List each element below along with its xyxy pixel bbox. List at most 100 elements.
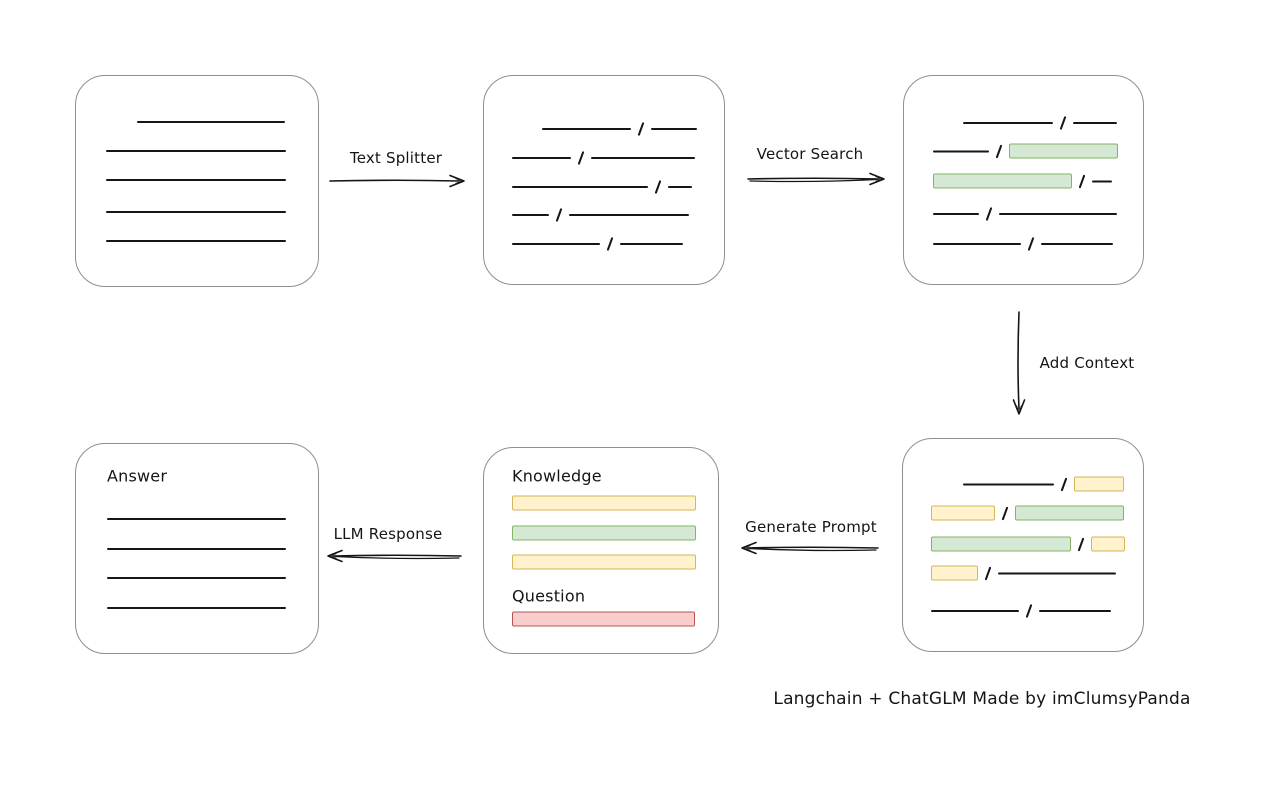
content-row <box>106 179 286 181</box>
content-row: Answer <box>107 467 167 486</box>
content-row: Knowledge <box>512 467 602 486</box>
slash-separator <box>555 208 563 222</box>
text-line <box>137 121 285 123</box>
node-vector-search-result <box>903 75 1144 285</box>
text-line <box>651 128 697 130</box>
content-row <box>137 121 285 123</box>
text-line <box>569 214 689 216</box>
content-row <box>106 150 286 152</box>
text-line <box>106 179 286 181</box>
content-row <box>512 554 696 570</box>
green-highlight-chip <box>1015 505 1124 521</box>
yellow-highlight-chip <box>1074 476 1124 492</box>
text-line <box>998 572 1116 574</box>
llm-response-label: LLM Response <box>333 525 443 543</box>
slash-separator <box>1077 537 1085 551</box>
slash-separator <box>1001 506 1009 520</box>
content-row <box>931 565 1116 581</box>
content-row <box>963 476 1124 492</box>
add-context-label: Add Context <box>1039 354 1135 372</box>
text-line <box>107 518 286 520</box>
yellow-highlight-chip <box>931 505 995 521</box>
text-line <box>107 548 286 550</box>
text-line <box>963 483 1054 485</box>
slash-separator <box>1059 116 1067 130</box>
arrow-add-context <box>1012 311 1026 415</box>
text-line <box>106 150 286 152</box>
yellow-highlight-chip <box>1091 536 1125 552</box>
content-row <box>512 525 696 541</box>
text-line <box>999 213 1117 215</box>
text-line <box>542 128 631 130</box>
answer-label: Answer <box>107 466 168 486</box>
green-bar <box>512 525 696 541</box>
generate-prompt-label: Generate Prompt <box>745 518 877 536</box>
content-row <box>933 143 1118 159</box>
text-line <box>107 577 286 579</box>
content-row <box>512 611 695 627</box>
content-row <box>107 577 286 579</box>
slash-separator <box>606 237 614 251</box>
text-line <box>933 213 979 215</box>
caption: Langchain + ChatGLM Made by imClumsyPand… <box>773 689 1191 709</box>
text-line <box>1039 610 1111 612</box>
knowledge-label: Knowledge <box>512 466 602 486</box>
arrow-generate-prompt <box>741 541 879 555</box>
slash-separator <box>1027 237 1035 251</box>
text-line <box>1092 180 1112 182</box>
arrow-text-splitter <box>329 174 465 188</box>
slash-separator <box>637 122 645 136</box>
yellow-bar <box>512 495 696 511</box>
text-line <box>1073 122 1117 124</box>
green-highlight-chip <box>933 173 1072 189</box>
text-line <box>620 243 683 245</box>
text-line <box>933 150 989 152</box>
text-line <box>106 211 286 213</box>
slash-separator <box>654 180 662 194</box>
node-split-text-chunks <box>483 75 725 285</box>
node-answer-output: Answer <box>75 443 319 654</box>
content-row: Question <box>512 587 585 606</box>
text-line <box>1041 243 1113 245</box>
text-line <box>107 607 286 609</box>
node-source-document <box>75 75 319 287</box>
yellow-highlight-chip <box>931 565 978 581</box>
green-highlight-chip <box>931 536 1071 552</box>
content-row <box>512 237 683 251</box>
text-line <box>512 214 549 216</box>
green-highlight-chip <box>1009 143 1118 159</box>
arrow-llm-response <box>327 549 462 563</box>
slash-separator <box>1060 477 1068 491</box>
slash-separator <box>1025 604 1033 618</box>
content-row <box>512 151 695 165</box>
content-row <box>542 122 697 136</box>
content-row <box>106 240 286 242</box>
content-row <box>931 505 1124 521</box>
content-row <box>106 211 286 213</box>
text-splitter-label: Text Splitter <box>349 149 443 167</box>
content-row <box>931 536 1125 552</box>
slash-separator <box>985 207 993 221</box>
text-line <box>512 186 648 188</box>
slash-separator <box>1078 174 1086 188</box>
content-row <box>933 173 1112 189</box>
content-row <box>107 548 286 550</box>
text-line <box>933 243 1021 245</box>
content-row <box>512 208 689 222</box>
text-line <box>512 157 571 159</box>
content-row <box>963 116 1117 130</box>
content-row <box>512 495 696 511</box>
content-row <box>931 604 1111 618</box>
yellow-bar <box>512 554 696 570</box>
vector-search-label: Vector Search <box>756 145 864 163</box>
content-row <box>512 180 692 194</box>
text-line <box>931 610 1019 612</box>
text-line <box>668 186 692 188</box>
slash-separator <box>577 151 585 165</box>
content-row <box>107 518 286 520</box>
red-bar <box>512 611 695 627</box>
question-label: Question <box>512 586 586 606</box>
content-row <box>933 237 1113 251</box>
